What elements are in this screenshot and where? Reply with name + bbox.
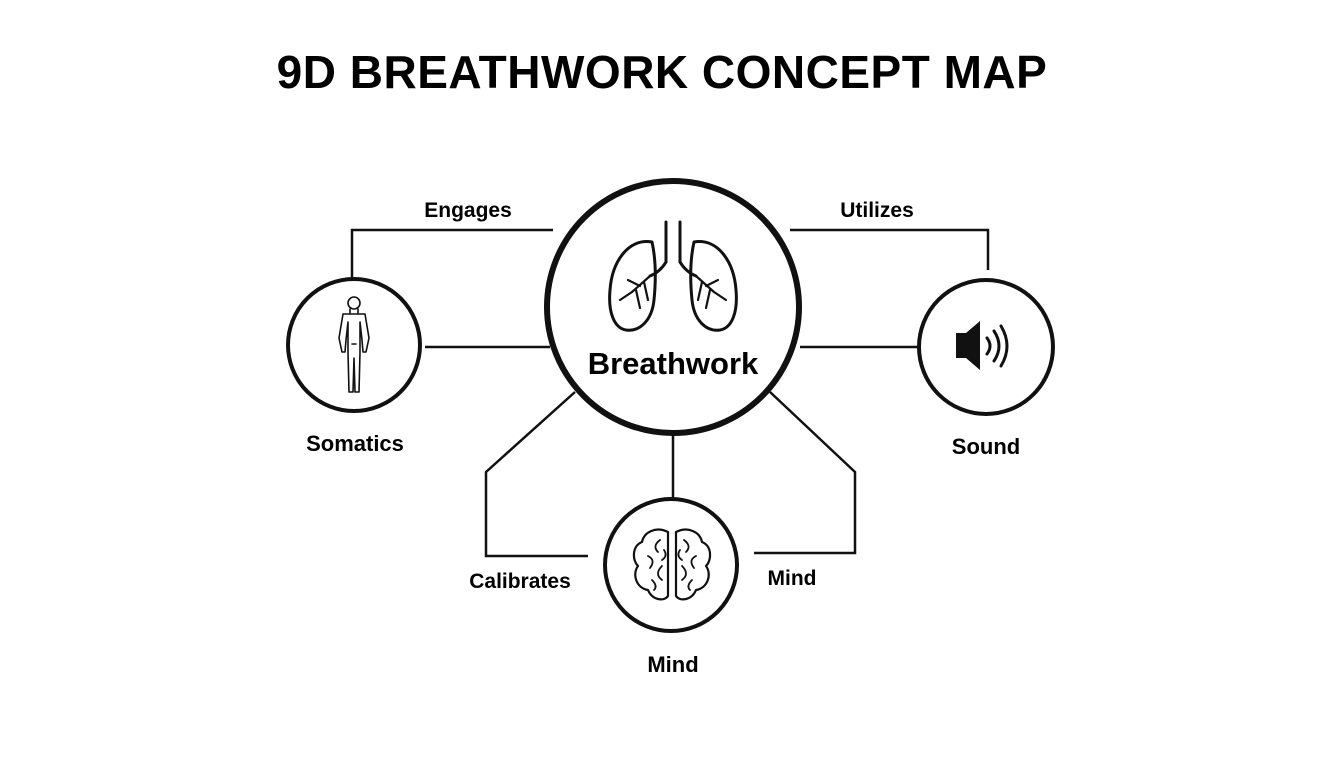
lungs-icon [608, 220, 738, 332]
node-sound-label: Sound [952, 434, 1020, 459]
calibrates-connector [484, 391, 588, 558]
center-node-label: Breathwork [588, 346, 759, 381]
node-sound [917, 278, 1055, 416]
edge-label-engages: Engages [424, 199, 512, 222]
page-title: 9D BREATHWORK CONCEPT MAP [277, 46, 1048, 98]
edge-label-utilizes: Utilizes [840, 199, 914, 222]
connectors [350, 228, 990, 558]
edge-label-mind: Mind [768, 567, 817, 590]
center-node-breathwork: Breathwork [544, 178, 802, 436]
speaker-icon [956, 321, 1009, 370]
edge-label-calibrates: Calibrates [469, 570, 571, 593]
human-body-icon [338, 296, 370, 393]
node-somatics-label: Somatics [306, 431, 404, 456]
utilizes-connector [790, 228, 990, 270]
node-mind-label: Mind [647, 652, 698, 677]
node-somatics [286, 277, 422, 413]
mind-side-connector [754, 391, 857, 555]
brain-icon [632, 528, 712, 601]
node-mind [603, 497, 739, 633]
engages-connector [350, 228, 553, 282]
